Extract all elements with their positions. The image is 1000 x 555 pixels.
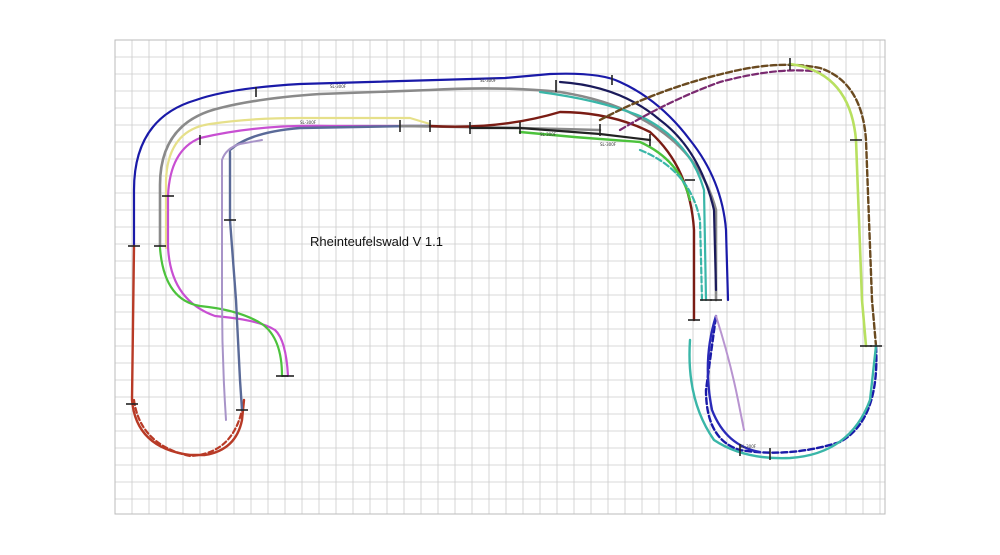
track-center-black — [468, 126, 652, 142]
turnout-marks — [126, 58, 882, 460]
track-grey — [158, 87, 718, 302]
segment-labels: SL-300F SL-300F SL-300F SL-300F SL-300F … — [300, 78, 757, 449]
track-navy-outer — [132, 72, 730, 302]
track-center-darknavy — [558, 80, 718, 292]
segment-label: SL-300F — [740, 444, 757, 449]
segment-label: SL-300F — [600, 142, 617, 147]
track-green-left — [158, 246, 284, 378]
track-teal-dashed — [638, 148, 704, 302]
track-red-dashed — [132, 398, 244, 458]
track-lavender-right — [715, 315, 745, 431]
track-olive-dashed — [598, 63, 878, 348]
layout-title: Rheinteufelswald V 1.1 — [310, 234, 443, 249]
segment-label: SL-300F — [300, 120, 317, 125]
track-teal-right — [688, 338, 878, 460]
track-magenta — [166, 124, 432, 378]
segment-label: SL-300F — [540, 132, 557, 137]
track-lavender — [221, 139, 263, 421]
track-navy-dashed-right — [704, 314, 878, 454]
track-yellow — [164, 116, 432, 250]
grid-border — [114, 39, 886, 515]
segment-label: SL-300F — [330, 84, 347, 89]
track-purple-dashed — [618, 69, 822, 132]
track-center-teal — [538, 90, 708, 302]
segment-label: SL-300F — [480, 78, 497, 83]
